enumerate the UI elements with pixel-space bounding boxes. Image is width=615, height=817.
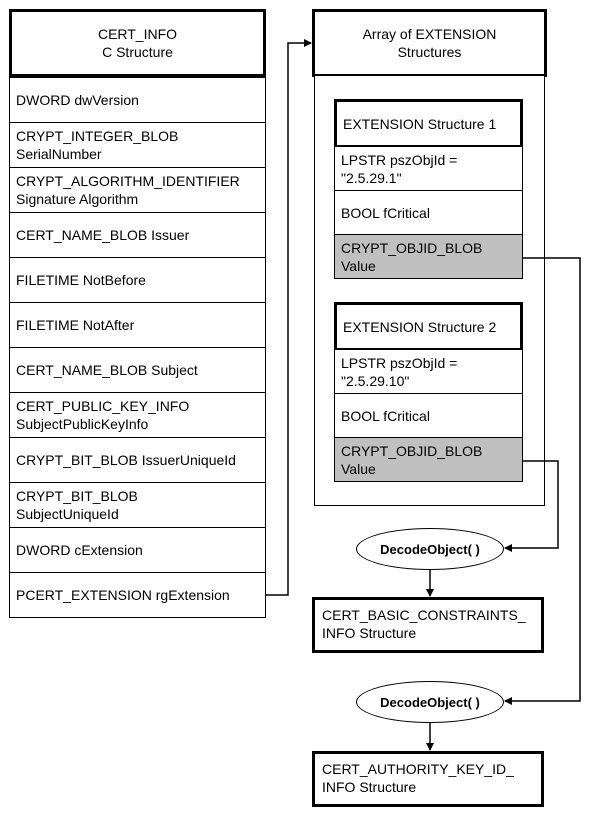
- result-2-line2: INFO Structure: [322, 779, 417, 795]
- cert-info-field: PCERT_EXTENSION rgExtension: [9, 572, 266, 618]
- cert-info-field-text: CRYPT_BIT_BLOB: [16, 488, 138, 504]
- decode-object-node-2: DecodeObject( ): [356, 681, 504, 723]
- extension-field-text: CRYPT_OBJID_BLOB: [341, 239, 483, 256]
- extension-structure-1-field: LPSTR pszObjId ="2.5.29.1": [334, 146, 523, 191]
- cert-info-field-text: DWORD dwVersion: [16, 92, 139, 108]
- extension-field-text: CRYPT_OBJID_BLOB: [341, 442, 483, 459]
- cert-info-field: CRYPT_ALGORITHM_IDENTIFIER Signature Algo…: [9, 167, 266, 213]
- cert-info-field-text: CERT_NAME_BLOB Subject: [16, 362, 198, 378]
- cert-info-field-text: SubjectPublicKeyInfo: [16, 416, 149, 432]
- extension-field-text: Value: [341, 257, 376, 274]
- extension-structure-2-field: BOOL fCritical: [334, 393, 523, 438]
- cert-info-title-line2: C Structure: [102, 44, 173, 60]
- result-1-line1: CERT_BASIC_CONSTRAINTS_: [322, 607, 526, 623]
- extension-1-value-to-decode-arrow: [504, 257, 581, 705]
- cert-info-field: DWORD dwVersion: [9, 77, 266, 123]
- extension-array-header: Array of EXTENSION Structures: [312, 9, 547, 77]
- cert-info-field-text: SerialNumber: [16, 146, 102, 162]
- cert-info-field-text: Signature Algorithm: [16, 191, 139, 207]
- cert-info-header: CERT_INFO C Structure: [9, 9, 266, 77]
- extension-structure-1-field: BOOL fCritical: [334, 190, 523, 235]
- cert-info-field: DWORD cExtension: [9, 527, 266, 573]
- extension-array-title-line2: Structures: [397, 44, 462, 60]
- decode-object-label-2: DecodeObject( ): [380, 694, 480, 710]
- cert-info-field: CRYPT_BIT_BLOB SubjectUniqueId: [9, 482, 266, 528]
- extension-array-title-line1: Array of EXTENSION: [362, 26, 497, 42]
- result-1-line2: INFO Structure: [322, 625, 417, 641]
- cert-basic-constraints-info-box: CERT_BASIC_CONSTRAINTS_ INFO Structure: [312, 597, 544, 653]
- cert-info-field-text: FILETIME NotAfter: [16, 317, 135, 333]
- cert-info-field-text: CRYPT_ALGORITHM_IDENTIFIER: [16, 173, 240, 189]
- cert-info-field-text: CRYPT_BIT_BLOB IssuerUniqueId: [16, 452, 236, 468]
- decode-object-node-1: DecodeObject( ): [356, 528, 504, 570]
- decode-object-label-1: DecodeObject( ): [380, 541, 480, 557]
- extension-structure-1-title: EXTENSION Structure 1: [334, 99, 523, 148]
- rg-extension-to-array-arrow: [266, 39, 312, 596]
- extension-structure-2-field: LPSTR pszObjId ="2.5.29.10": [334, 349, 523, 394]
- extension-field-text: Value: [341, 460, 376, 477]
- cert-info-field: CERT_NAME_BLOB Subject: [9, 347, 266, 393]
- cert-authority-key-id-info-box: CERT_AUTHORITY_KEY_ID_ INFO Structure: [312, 751, 544, 807]
- cert-info-field-text: CERT_PUBLIC_KEY_INFO: [16, 398, 190, 414]
- extension-field-text: BOOL fCritical: [341, 407, 430, 424]
- cert-info-field: CERT_PUBLIC_KEY_INFO SubjectPublicKeyInfo: [9, 392, 266, 438]
- cert-info-field-text: FILETIME NotBefore: [16, 272, 146, 288]
- cert-info-field-text: PCERT_EXTENSION rgExtension: [16, 587, 230, 603]
- cert-info-field-text: CRYPT_INTEGER_BLOB: [16, 128, 179, 144]
- cert-info-field-text: SubjectUniqueId: [16, 506, 119, 522]
- extension-field-text: BOOL fCritical: [341, 204, 430, 221]
- extension-field-text: "2.5.29.10": [341, 372, 410, 389]
- extension-field-text: LPSTR pszObjId =: [341, 354, 458, 371]
- cert-info-field-text: CERT_NAME_BLOB Issuer: [16, 227, 190, 243]
- cert-info-title-line1: CERT_INFO: [97, 26, 178, 42]
- result-2-line1: CERT_AUTHORITY_KEY_ID_: [322, 761, 514, 777]
- extension-field-text: LPSTR pszObjId =: [341, 151, 458, 168]
- cert-info-field: CERT_NAME_BLOB Issuer: [9, 212, 266, 258]
- cert-info-field-text: DWORD cExtension: [16, 542, 143, 558]
- extension-field-text: "2.5.29.1": [341, 169, 402, 186]
- extension-2-value-to-decode-arrow: [504, 460, 559, 552]
- cert-info-field: CRYPT_BIT_BLOB IssuerUniqueId: [9, 437, 266, 483]
